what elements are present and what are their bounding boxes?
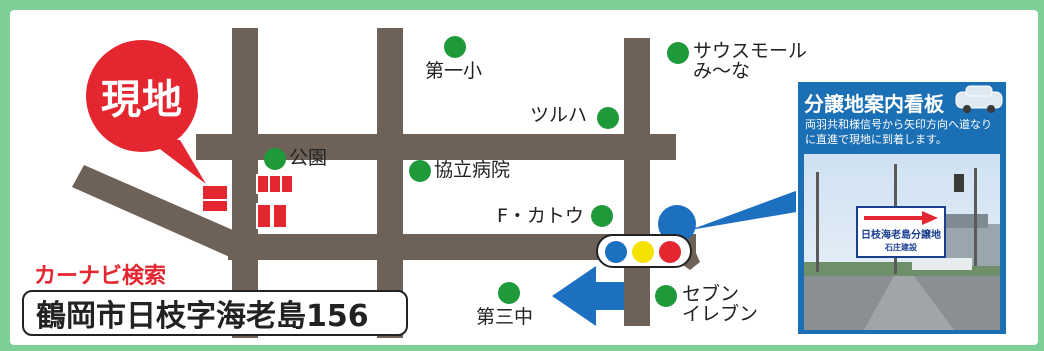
road-vertical-1: [232, 28, 258, 338]
site-lot: [201, 199, 229, 213]
road-vertical-2: [377, 28, 403, 338]
landmark-dot: [498, 282, 520, 304]
landmark-f-kato-label: F・カトウ: [497, 205, 584, 227]
card-description: 両羽共和様信号から矢印方向へ道なりに直進で現地に到着します。: [805, 118, 992, 146]
landmark-dot: [667, 42, 689, 64]
landmark-dot: [591, 205, 613, 227]
landmark-school-1-label: 第一小: [425, 60, 483, 82]
view-beam: [690, 182, 820, 230]
traffic-signal-icon: [596, 234, 692, 268]
signboard-photo: 日枝海老島分譲地 石庄建設: [804, 154, 1000, 330]
signboard-info-card: 分譲地案内看板 両羽共和様信号から矢印方向へ道なりに直進で現地に到着します。: [796, 80, 1008, 336]
car-nav-label: カーナビ検索: [34, 264, 167, 289]
landmark-dot: [409, 160, 431, 182]
landmark-south-mall-label: サウスモールみ～な: [693, 40, 808, 82]
road-vertical-3: [624, 38, 650, 326]
sign-arrow-icon: [864, 211, 938, 225]
landmark-seven-eleven-label: セブンイレブン: [682, 283, 759, 325]
landmark-tsuruha-label: ツルハ: [530, 104, 588, 126]
landmark-hospital-label: 協立病院: [434, 159, 511, 181]
landmark-dot: [655, 285, 677, 307]
plot-block: [280, 174, 294, 194]
plot-block: [272, 203, 288, 229]
address-text: 鶴岡市日枝字海老島156: [36, 299, 369, 334]
signboard: 日枝海老島分譲地 石庄建設: [856, 206, 946, 258]
viewpoint-marker-icon: [658, 205, 696, 243]
signboard-company: 石庄建設: [885, 243, 917, 252]
address-box: 鶴岡市日枝字海老島156: [22, 290, 408, 336]
plot-block: [256, 203, 272, 229]
signal-lamp-blue: [605, 241, 627, 263]
signal-lamp-red: [659, 241, 681, 263]
card-title: 分譲地案内看板: [804, 92, 944, 116]
direction-arrow-icon: [552, 266, 624, 326]
landmark-dot: [264, 148, 286, 170]
site-marker: 現地: [86, 40, 198, 152]
signal-lamp-yellow: [632, 241, 654, 263]
landmark-dot: [597, 107, 619, 129]
landmark-dot: [444, 36, 466, 58]
landmark-park-label: 公園: [289, 147, 328, 169]
car-icon: [955, 85, 1003, 113]
signboard-title: 日枝海老島分譲地: [861, 230, 941, 241]
landmark-school-3-label: 第三中: [476, 306, 534, 328]
road-diagonal: [72, 165, 242, 258]
